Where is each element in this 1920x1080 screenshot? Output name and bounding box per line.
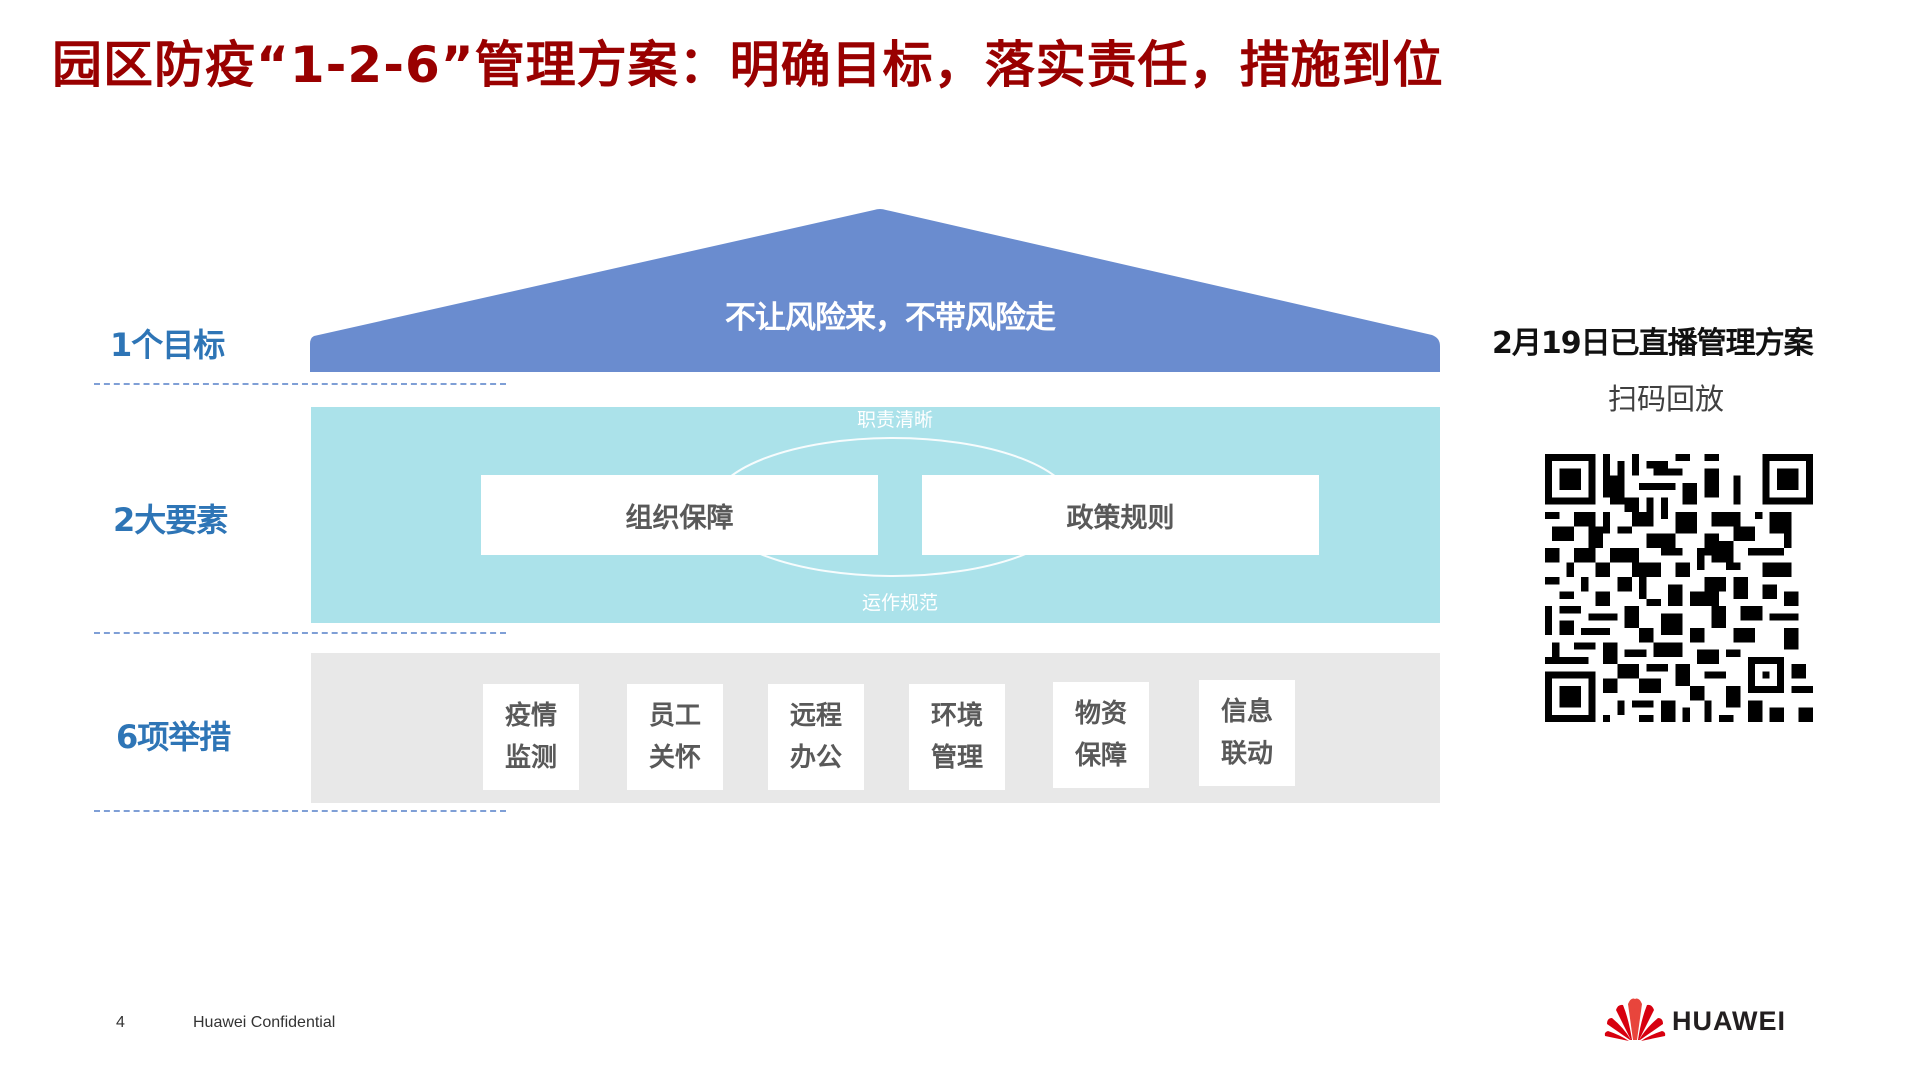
element-label: 组织保障 <box>625 502 734 534</box>
measure-line: 关怀 <box>648 743 701 773</box>
divider-1 <box>94 383 506 385</box>
element-box-organization: 组织保障 <box>481 475 878 555</box>
level-label-elements: 2大要素 <box>113 501 228 539</box>
measure-box: 物资 保障 <box>1053 682 1149 788</box>
elements-bottom-label: 运作规范 <box>861 592 939 614</box>
measure-line: 远程 <box>789 701 842 731</box>
element-box-policy: 政策规则 <box>922 475 1319 555</box>
measure-box: 信息 联动 <box>1199 680 1295 786</box>
confidential-label: Huawei Confidential <box>193 1014 336 1031</box>
measure-line: 疫情 <box>504 701 557 731</box>
qr-subtitle: 扫码回放 <box>1608 382 1725 416</box>
huawei-logo-text: HUAWEI <box>1672 1006 1786 1036</box>
qr-title: 2月19日已直播管理方案 <box>1492 326 1814 361</box>
measure-line: 信息 <box>1220 697 1273 727</box>
measure-box: 员工 关怀 <box>627 684 723 790</box>
level-label-goal: 1个目标 <box>110 326 225 364</box>
elements-top-label: 职责清晰 <box>856 409 934 431</box>
page-title: 园区防疫“1-2-6”管理方案：明确目标，落实责任，措施到位 <box>52 36 1444 94</box>
element-label: 政策规则 <box>1066 502 1175 534</box>
roof-shape <box>310 209 1440 372</box>
measure-box: 环境 管理 <box>909 684 1005 790</box>
level-label-measures: 6项举措 <box>116 718 231 756</box>
page-number: 4 <box>116 1014 125 1031</box>
goal-text: 不让风险来，不带风险走 <box>725 300 1056 336</box>
divider-3 <box>94 810 506 812</box>
measure-box: 远程 办公 <box>768 684 864 790</box>
divider-2 <box>94 632 506 634</box>
measure-line: 监测 <box>504 743 557 773</box>
measure-line: 管理 <box>930 743 983 773</box>
measure-line: 办公 <box>789 743 842 773</box>
measure-line: 联动 <box>1220 739 1273 769</box>
measure-line: 保障 <box>1074 741 1127 771</box>
measure-box: 疫情 监测 <box>483 684 579 790</box>
measure-line: 员工 <box>648 701 701 731</box>
qr-code-icon[interactable] <box>1545 454 1813 722</box>
measure-line: 物资 <box>1074 699 1127 729</box>
measure-line: 环境 <box>930 701 983 731</box>
huawei-flower-icon <box>1604 998 1666 1041</box>
